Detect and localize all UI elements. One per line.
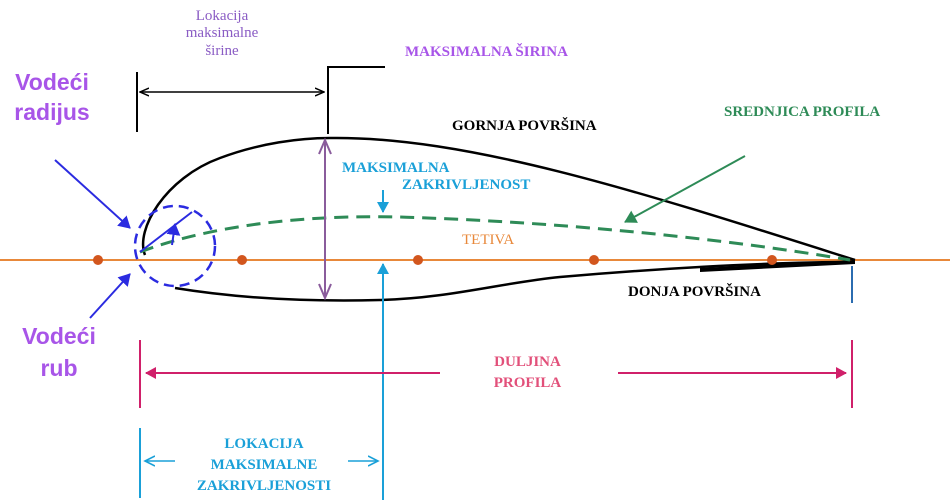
label-line: radijus: [14, 98, 90, 125]
trailing-edge-fill: [700, 260, 855, 272]
label-line: Vodeći: [15, 69, 89, 95]
label-line: ZAKRIVLJENOSTI: [196, 478, 332, 494]
leading-edge-circle: [133, 204, 217, 288]
chord-dot: [237, 255, 247, 265]
chord-dot: [767, 255, 777, 265]
mean-camber-line: [139, 215, 851, 262]
label-line: rub: [40, 355, 78, 382]
label-line: PROFILA: [493, 375, 562, 391]
label-line: širine: [205, 42, 239, 59]
label-max-thickness: MAKSIMALNA ŠIRINA: [405, 44, 568, 60]
label-line: maksimalne: [185, 25, 259, 42]
label-chord: TETIVA: [462, 232, 515, 248]
chord-dot: [93, 255, 103, 265]
label-line: MAKSIMALNE: [210, 457, 318, 473]
max-thickness-arrowhead-top: [318, 137, 332, 155]
label-line: MAKSIMALNA: [342, 160, 450, 176]
label-mean-camber-line: SREDNJICA PROFILA: [724, 104, 881, 120]
leading-edge-pointer: [89, 273, 131, 319]
label-max-camber-location: LOKACIJA MAKSIMALNE ZAKRIVLJENOSTI: [170, 434, 358, 497]
label-max-camber: MAKSIMALNA ZAKRIVLJENOST: [342, 160, 530, 195]
label-chord-length: DULJINA PROFILA: [470, 352, 585, 394]
label-lower-surface: DONJA POVRŠINA: [628, 284, 761, 300]
leading-radius-tip: [166, 223, 181, 246]
label-max-thickness-location: Lokacija maksimalne širine: [168, 8, 276, 60]
chord-dot: [589, 255, 599, 265]
airfoil-upper-surface: [141, 136, 856, 262]
max-thickness-arrowhead-bottom: [318, 283, 332, 301]
label-line: Vodeći: [22, 323, 96, 349]
label-line: Lokacija: [195, 8, 249, 24]
label-line: LOKACIJA: [224, 436, 304, 452]
chord-dot: [413, 255, 423, 265]
leading-radius-line: [139, 211, 193, 253]
mean-camber-pointer: [624, 155, 746, 223]
label-line: DULJINA: [494, 354, 561, 370]
label-leading-radius: Vodeći radijus: [0, 68, 104, 128]
airfoil-lower-surface: [174, 260, 856, 302]
label-upper-surface: GORNJA POVRŠINA: [452, 118, 597, 134]
max-thickness-leader: [327, 66, 385, 134]
label-leading-edge: Vodeći rub: [14, 320, 104, 384]
label-line: ZAKRIVLJENOST: [402, 177, 531, 194]
leading-radius-pointer: [54, 159, 131, 229]
